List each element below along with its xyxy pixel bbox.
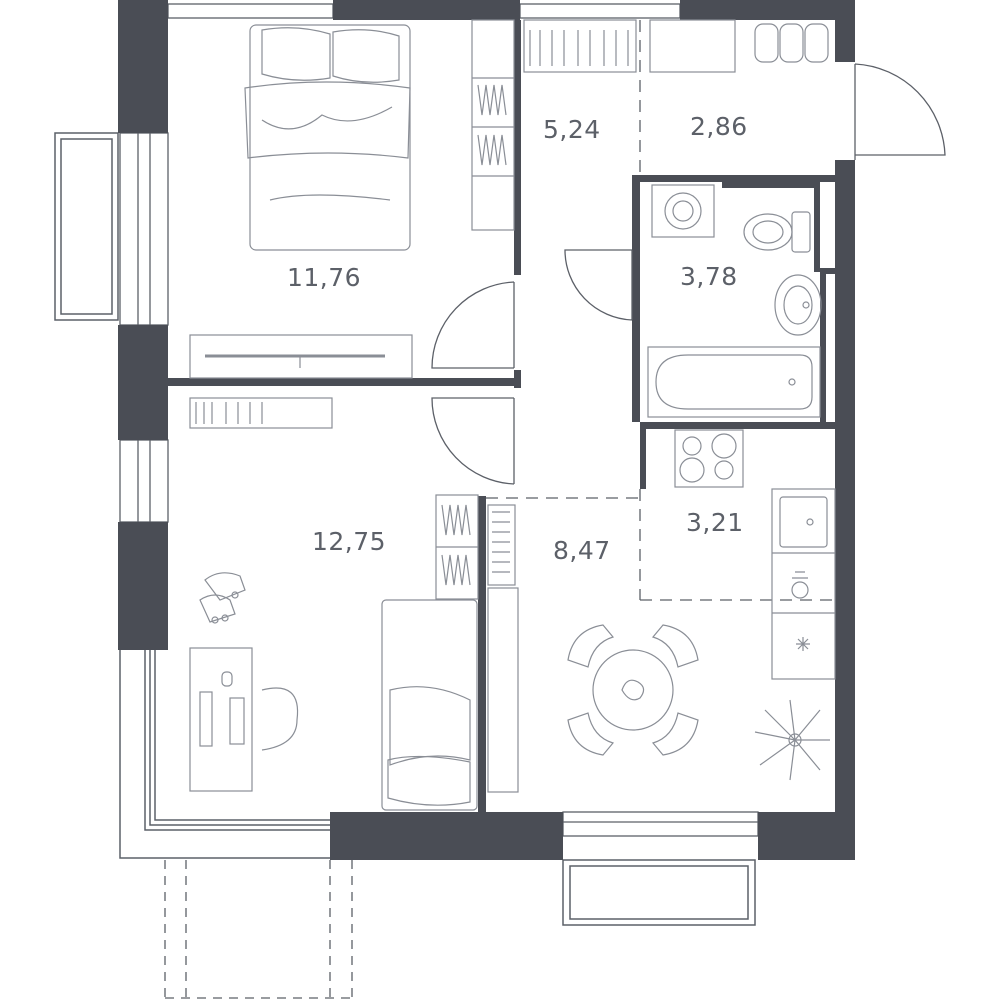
south-balcony <box>562 859 756 926</box>
cooktop-icon <box>674 429 744 488</box>
kettle-icon <box>791 571 809 599</box>
room-area-hall: 2,86 <box>690 112 748 141</box>
dining-table-icon <box>567 624 699 756</box>
kitchen-counter <box>771 488 836 680</box>
room-area-bathroom: 3,78 <box>680 262 738 291</box>
washing-machine-icon <box>651 184 715 238</box>
sink-icon <box>774 274 822 336</box>
closet-rail-icon <box>523 19 736 73</box>
fridge-icon <box>796 637 810 651</box>
bed-icon <box>244 24 411 251</box>
kitchen-sink-icon <box>779 496 828 548</box>
room-area-wardrobe: 5,24 <box>543 115 601 144</box>
west-balcony <box>54 132 119 321</box>
zone-separators <box>486 20 835 601</box>
kids-wardrobe-icon <box>435 494 519 793</box>
walls <box>118 0 855 860</box>
bookshelf-icon <box>189 397 333 429</box>
windows <box>119 3 759 837</box>
plant-icon <box>754 699 830 781</box>
room-area-kitchen-zone: 3,21 <box>686 508 744 537</box>
desk-icon <box>189 647 299 792</box>
roller-skates-icon <box>199 572 246 624</box>
bathtub-icon <box>647 346 821 418</box>
sofa-bed-icon <box>381 599 478 811</box>
south-terrace <box>119 650 330 859</box>
room-area-kids-room: 12,75 <box>312 527 387 556</box>
room-area-bedroom: 11,76 <box>287 263 362 292</box>
terrace-steps <box>164 860 353 999</box>
doors <box>431 63 946 485</box>
wardrobe-icon <box>471 19 515 231</box>
room-area-living-kitchen: 8,47 <box>553 536 611 565</box>
tv-unit-icon <box>189 334 413 379</box>
shoe-rack-icon <box>754 23 829 63</box>
toilet-icon <box>743 211 811 253</box>
